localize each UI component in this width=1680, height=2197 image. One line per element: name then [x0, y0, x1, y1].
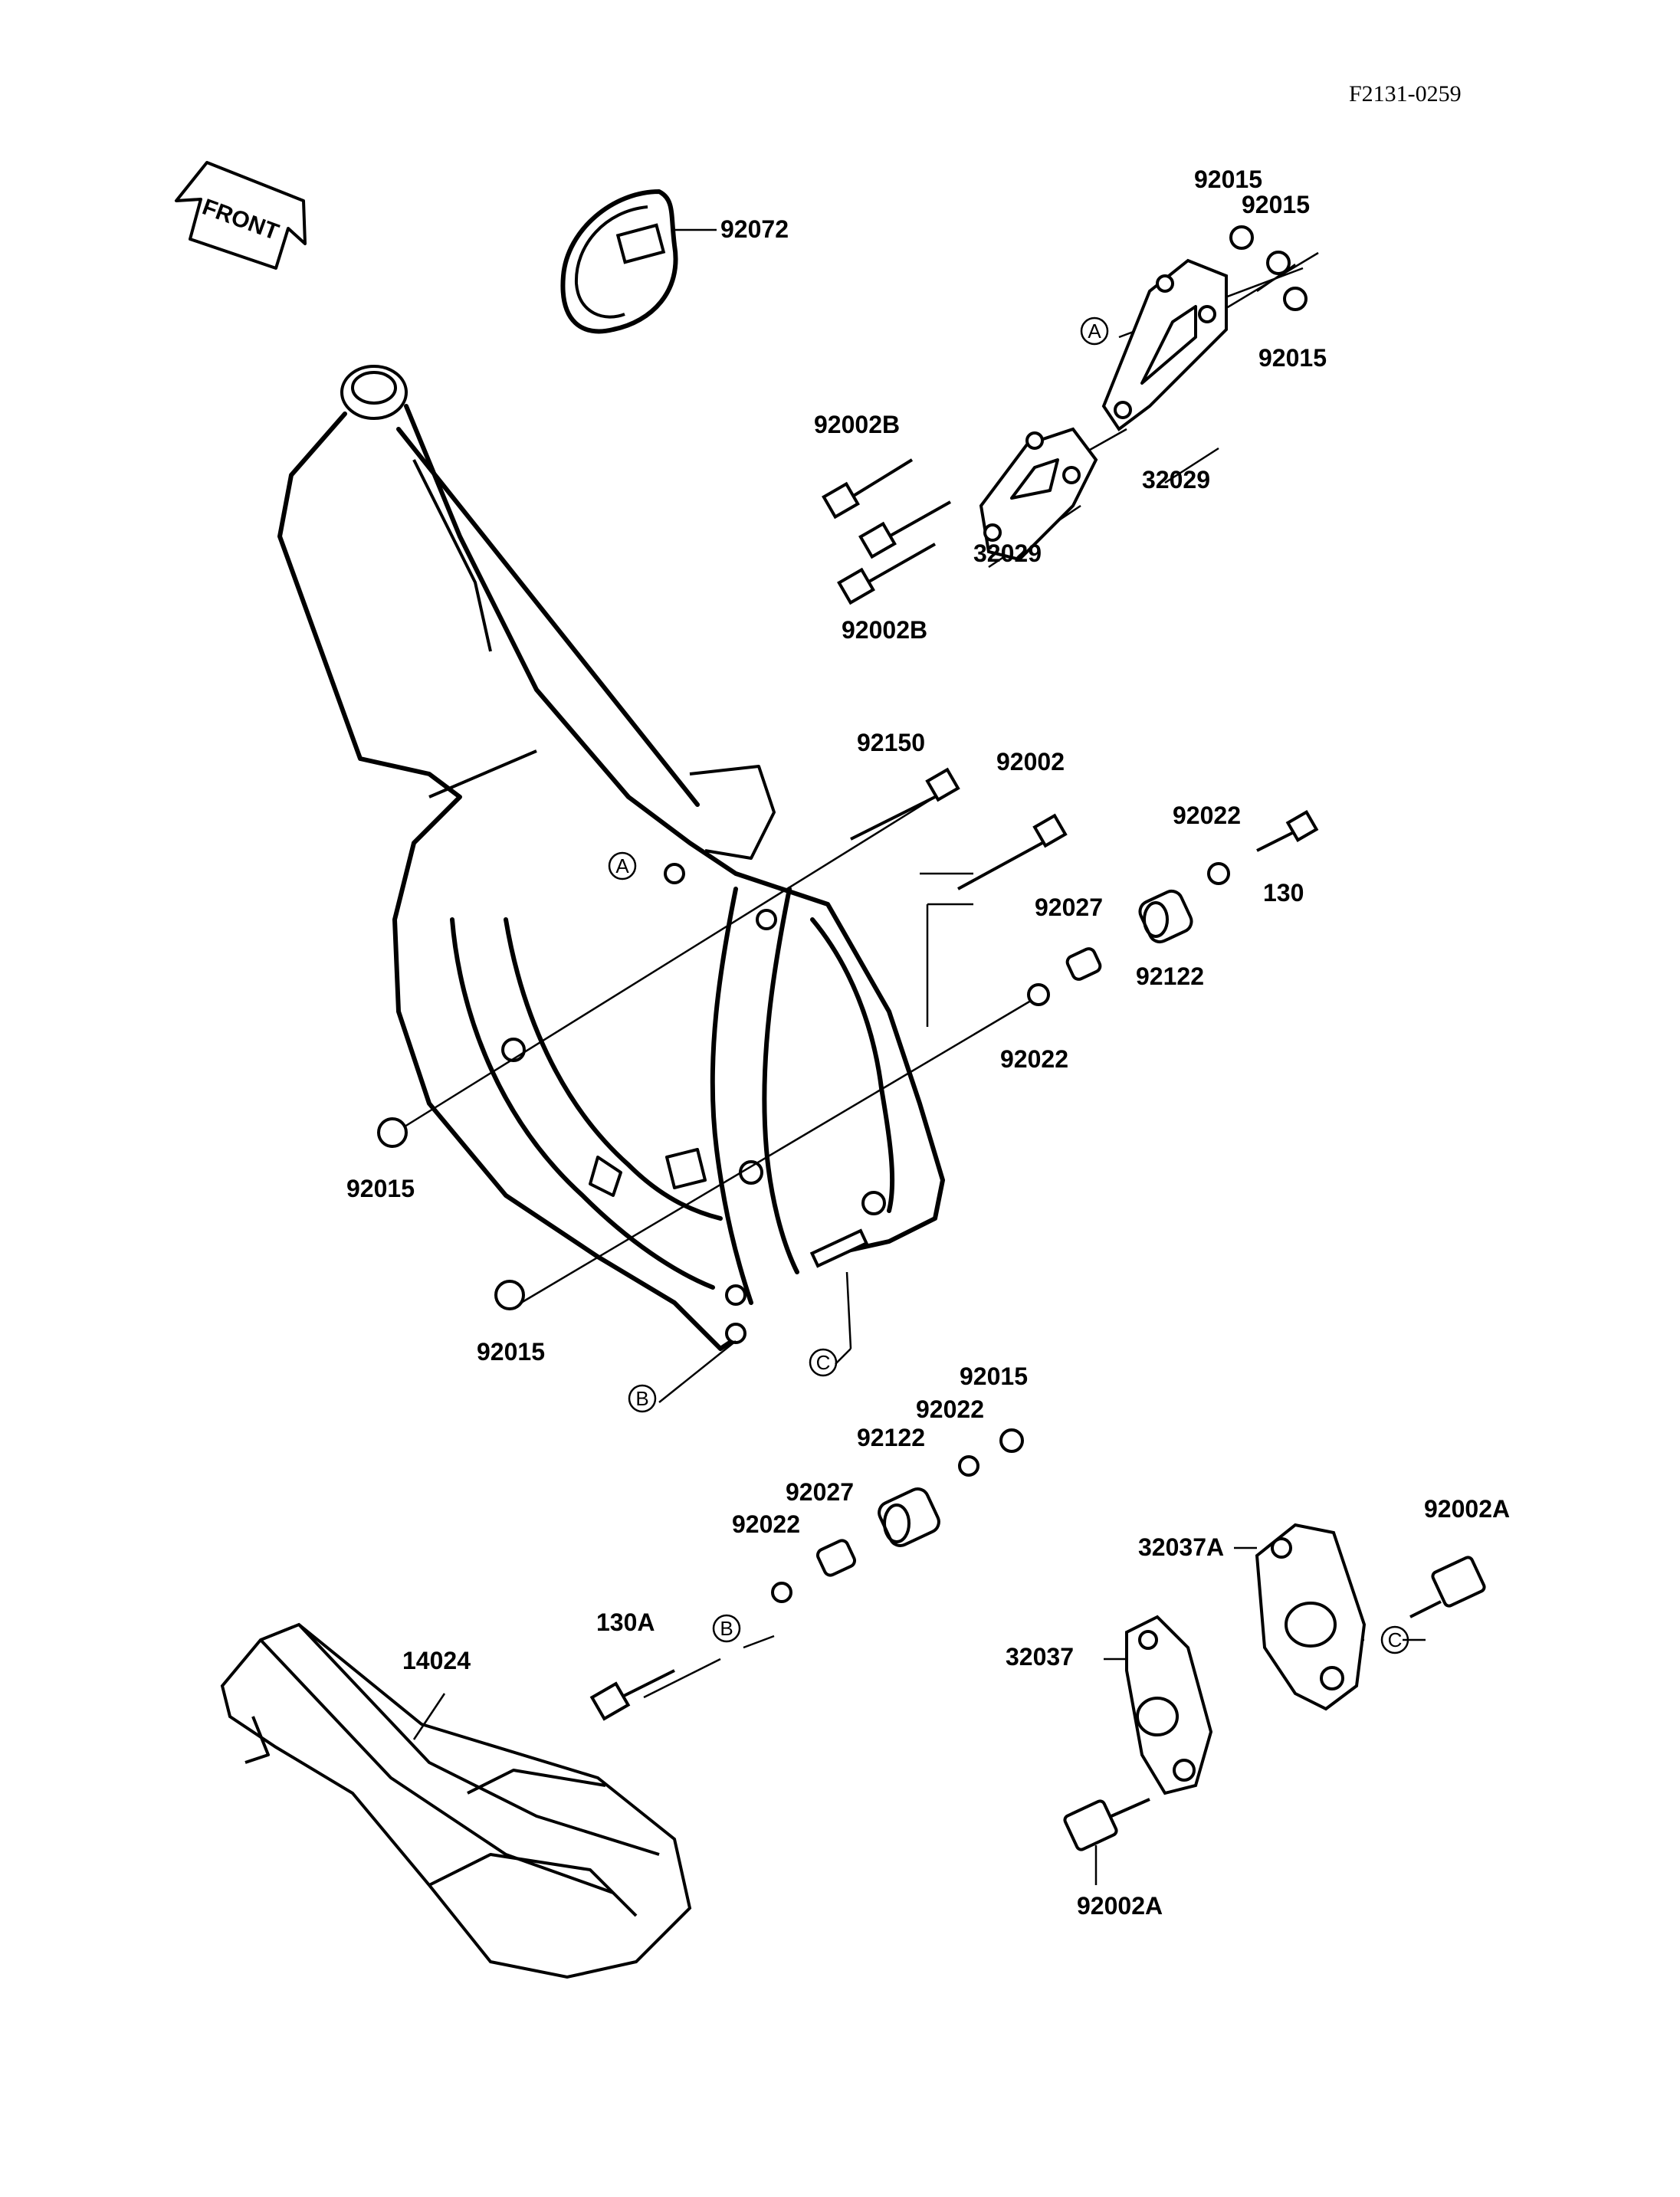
bolt-92002a-bottom — [1063, 1798, 1150, 1885]
label-92150: 92150 — [857, 729, 925, 756]
label-92002a-right: 92002A — [1424, 1495, 1510, 1523]
bracket-32029-front — [979, 427, 1098, 562]
ref-c-frame: C — [809, 1348, 838, 1377]
label-92027-right: 92027 — [1035, 894, 1103, 921]
label-92002: 92002 — [996, 748, 1065, 776]
label-92002b-bottom: 92002B — [842, 616, 927, 644]
label-92072: 92072 — [720, 215, 789, 243]
washer-92022-right — [1207, 862, 1230, 885]
frame-main — [277, 365, 945, 1351]
label-32037a: 32037A — [1138, 1533, 1224, 1561]
svg-text:B: B — [720, 1617, 733, 1640]
washer-92022-mid — [1027, 983, 1050, 1006]
washer-92022-bottom-1 — [958, 1455, 979, 1477]
label-92015-left-2: 92015 — [477, 1338, 545, 1366]
bushing-92122-right — [1138, 889, 1193, 944]
label-92015-left-1: 92015 — [346, 1175, 415, 1202]
label-92027-bottom: 92027 — [786, 1478, 854, 1506]
label-92015-bottom: 92015 — [960, 1362, 1028, 1390]
bolt-130a — [589, 1669, 675, 1721]
bracket-32029-rear — [1101, 258, 1228, 431]
ref-b-bottom: B — [712, 1614, 741, 1643]
bracket-32037 — [1104, 1615, 1213, 1795]
nut-92015-bottom — [999, 1428, 1024, 1453]
washer-92022-bottom-2 — [771, 1582, 792, 1603]
label-92015-top-2: 92015 — [1242, 191, 1310, 218]
front-label: FRONT — [199, 195, 282, 245]
ref-c-right: C — [1380, 1625, 1409, 1654]
bolt-92002b-bottom — [837, 543, 936, 605]
collar-92027-right — [1065, 947, 1102, 981]
bolt-92002 — [957, 813, 1068, 890]
ref-a-frame: A — [608, 851, 637, 880]
bolt-92150 — [850, 767, 960, 841]
leader-lines — [392, 251, 1426, 1699]
label-92122-bottom: 92122 — [857, 1424, 925, 1451]
label-92015-top-1: 92015 — [1194, 166, 1262, 193]
bolt-130 — [1256, 810, 1319, 852]
svg-text:C: C — [1388, 1628, 1403, 1651]
nut-92015-top-3 — [1283, 287, 1308, 311]
svg-text:B: B — [635, 1387, 648, 1410]
label-92122-right: 92122 — [1136, 962, 1204, 990]
nut-92015-top-1 — [1229, 225, 1254, 250]
label-32037: 32037 — [1006, 1643, 1074, 1671]
label-92022-mid: 92022 — [1000, 1045, 1068, 1073]
label-92002b-top: 92002B — [814, 411, 900, 438]
label-92022-right: 92022 — [1173, 802, 1241, 829]
nut-92015-left-1 — [377, 1117, 408, 1148]
bolt-92002b-mid — [858, 500, 951, 559]
front-arrow-icon: FRONT — [175, 161, 307, 270]
bracket-32037a — [1234, 1523, 1367, 1711]
svg-text:A: A — [1088, 320, 1101, 343]
label-14024: 14024 — [402, 1647, 471, 1674]
label-32029-front: 32029 — [973, 539, 1042, 567]
label-130a: 130A — [596, 1608, 655, 1636]
svg-text:C: C — [816, 1351, 831, 1374]
label-130: 130 — [1263, 879, 1304, 907]
ref-b-frame: B — [628, 1384, 657, 1413]
svg-text:A: A — [615, 854, 629, 877]
bushing-92122-bottom — [878, 1487, 940, 1547]
label-32029-rear: 32029 — [1142, 466, 1210, 494]
collar-92027-bottom — [815, 1539, 857, 1577]
nut-92015-left-2 — [494, 1280, 525, 1310]
skid-plate-14024 — [220, 1622, 692, 1979]
label-92022-bottom-2: 92022 — [732, 1510, 800, 1538]
diagram-code: F2131-0259 — [1349, 81, 1462, 107]
strap-92072 — [560, 189, 717, 334]
bolt-92002b-top — [822, 458, 914, 520]
ref-a-top: A — [1080, 316, 1109, 346]
label-92002a-bottom: 92002A — [1077, 1892, 1163, 1920]
bolt-92002a-right — [1409, 1556, 1486, 1618]
label-92022-bottom-1: 92022 — [916, 1395, 984, 1423]
label-92015-top-3: 92015 — [1258, 344, 1327, 372]
nut-92015-top-2 — [1266, 251, 1291, 275]
